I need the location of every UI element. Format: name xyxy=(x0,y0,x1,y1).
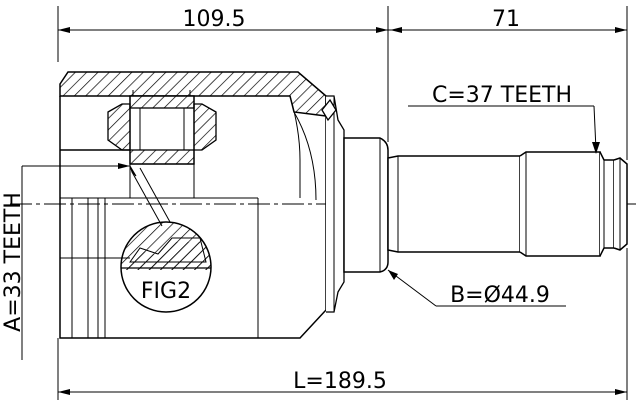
dimension-b-label: B=Ø44.9 xyxy=(450,283,550,308)
detail-leader xyxy=(129,165,171,227)
dimension-top-right xyxy=(388,6,628,160)
dimension-b xyxy=(387,269,566,307)
dimension-top-right-label: 71 xyxy=(492,7,520,32)
stub-shaft xyxy=(387,151,628,257)
dimension-c-label: C=37 TEETH xyxy=(432,83,572,108)
dimension-l-label: L=189.5 xyxy=(293,369,387,394)
dimension-a-label: A=33 TEETH xyxy=(1,192,26,332)
dimension-top-left xyxy=(57,6,389,142)
dimension-c xyxy=(408,105,600,154)
collar xyxy=(343,137,389,273)
dimension-a xyxy=(21,163,130,360)
dimension-l xyxy=(57,248,628,400)
inner-spider xyxy=(107,90,217,198)
dimension-top-left-label: 109.5 xyxy=(183,7,246,32)
detail-label: FIG2 xyxy=(141,279,191,304)
